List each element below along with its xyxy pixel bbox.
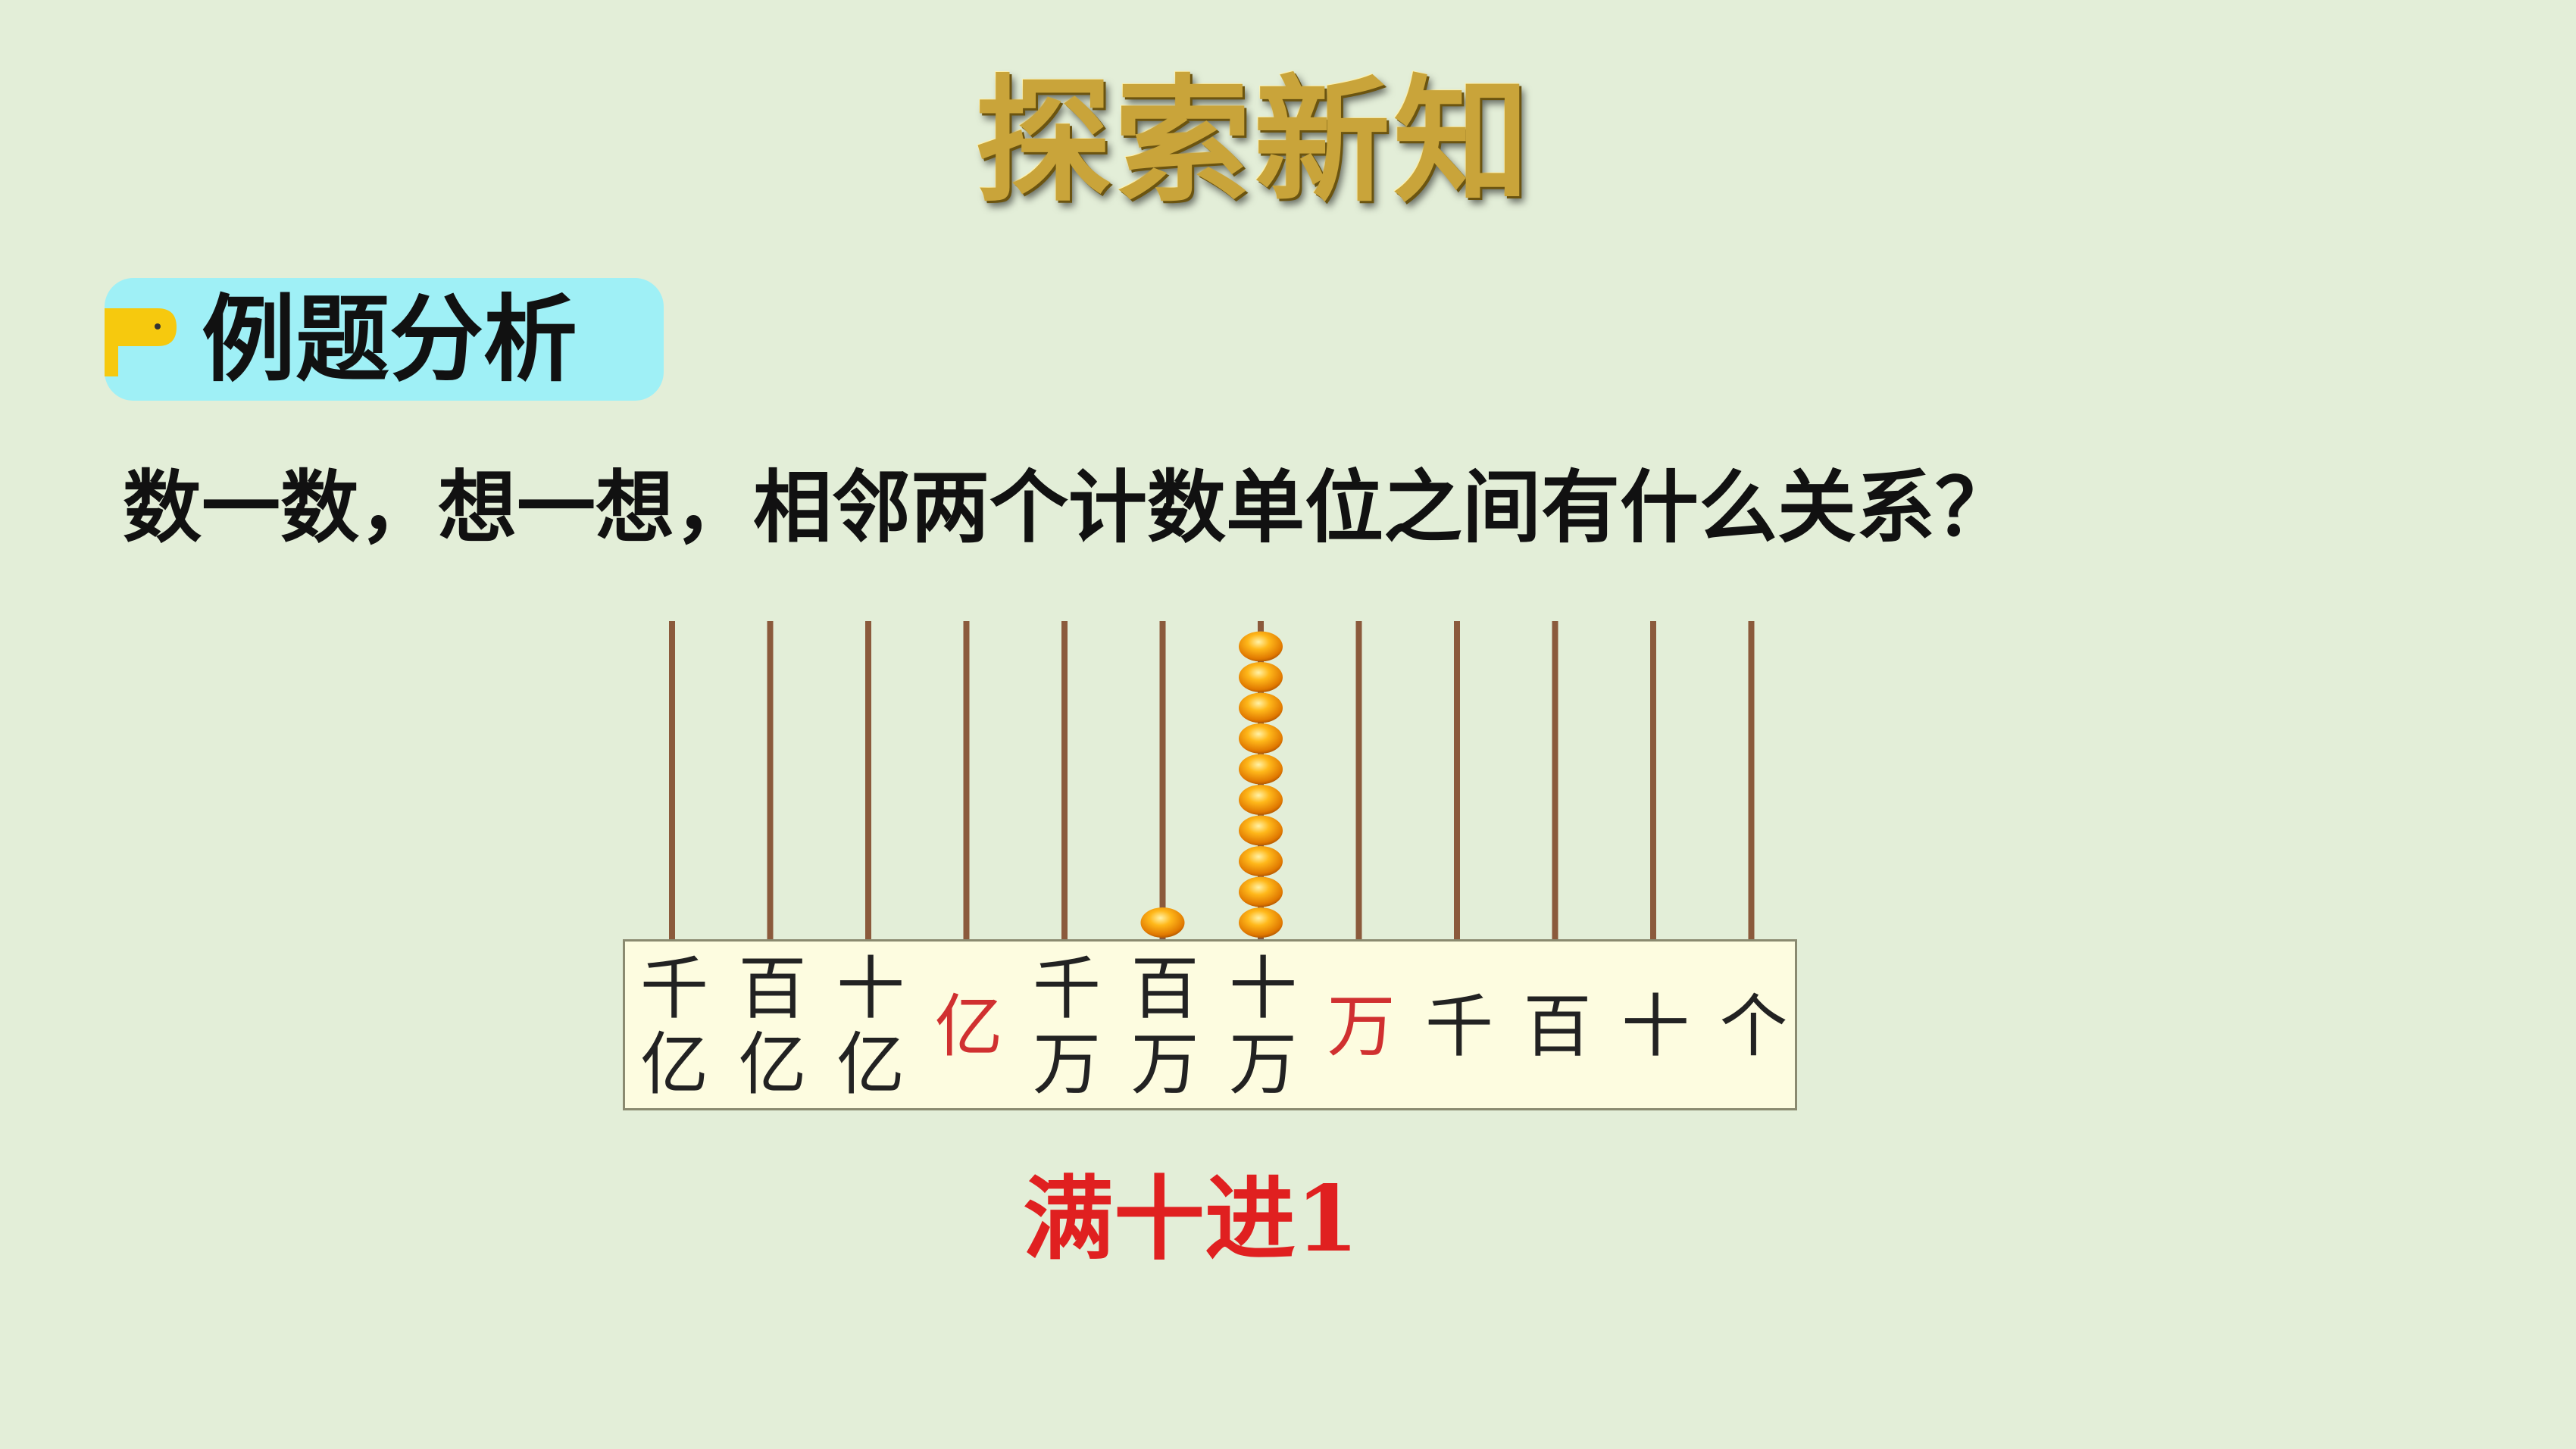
place-value-label: 百亿 bbox=[727, 942, 818, 1113]
abacus-rod bbox=[1454, 621, 1460, 939]
question-text: 数一数，想一想，相邻两个计数单位之间有什么关系？ bbox=[123, 461, 2015, 554]
section-tag-label: 例题分析 bbox=[202, 286, 578, 395]
place-value-label: 百万 bbox=[1120, 942, 1211, 1113]
abacus-bead bbox=[1239, 785, 1283, 815]
place-value-label: 百 bbox=[1512, 942, 1603, 1113]
place-value-label: 亿 bbox=[924, 942, 1014, 1113]
place-value-label: 个 bbox=[1708, 942, 1799, 1113]
abacus-bead bbox=[1239, 876, 1283, 907]
place-value-char: 千 bbox=[1033, 949, 1101, 1029]
place-value-char: 亿 bbox=[738, 1025, 807, 1104]
carry-note: 满十进1 bbox=[1023, 1166, 1359, 1273]
place-value-char: 个 bbox=[1719, 987, 1788, 1066]
place-value-char: 十 bbox=[836, 949, 905, 1029]
abacus-rod bbox=[963, 621, 970, 939]
place-value-char: 万 bbox=[1229, 1025, 1297, 1104]
abacus-rod bbox=[1552, 621, 1558, 939]
abacus-rod bbox=[669, 621, 675, 939]
place-value-label: 千万 bbox=[1021, 942, 1112, 1113]
place-value-char: 亿 bbox=[836, 1025, 905, 1104]
section-tag: 例题分析 bbox=[105, 278, 664, 401]
place-value-char: 万 bbox=[1327, 987, 1396, 1066]
abacus-rod bbox=[1355, 621, 1362, 939]
place-value-char: 千 bbox=[640, 949, 708, 1029]
abacus-bead bbox=[1239, 723, 1283, 754]
abacus-rod bbox=[865, 621, 871, 939]
place-value-label: 十亿 bbox=[825, 942, 916, 1113]
abacus-bead bbox=[1140, 907, 1185, 938]
page-title: 探索新知 bbox=[974, 61, 1533, 221]
place-value-char: 十 bbox=[1229, 949, 1297, 1029]
abacus-rod bbox=[1159, 621, 1166, 939]
place-value-char: 万 bbox=[1130, 1025, 1199, 1104]
abacus-bead bbox=[1239, 662, 1283, 692]
place-value-label: 千 bbox=[1414, 942, 1505, 1113]
abacus-rod bbox=[1748, 621, 1755, 939]
abacus-bead bbox=[1239, 631, 1283, 662]
abacus-bead bbox=[1239, 907, 1283, 938]
place-value-label: 十 bbox=[1610, 942, 1701, 1113]
abacus-bead bbox=[1239, 754, 1283, 785]
place-value-labels: 千亿百亿十亿亿千万百万十万万千百十个 bbox=[623, 939, 1797, 1110]
place-value-label: 万 bbox=[1316, 942, 1407, 1113]
place-value-char: 百 bbox=[1130, 949, 1199, 1029]
yellow-flag-icon bbox=[105, 308, 177, 376]
place-value-char: 亿 bbox=[934, 987, 1003, 1066]
place-value-label: 十万 bbox=[1218, 942, 1308, 1113]
place-value-char: 十 bbox=[1621, 987, 1690, 1066]
place-value-char: 千 bbox=[1425, 987, 1493, 1066]
abacus-rod bbox=[767, 621, 774, 939]
abacus-rod bbox=[1650, 621, 1656, 939]
place-value-char: 万 bbox=[1033, 1025, 1101, 1104]
abacus-bead bbox=[1239, 692, 1283, 723]
place-value-char: 百 bbox=[1523, 987, 1592, 1066]
place-value-char: 百 bbox=[738, 949, 807, 1029]
place-value-label: 千亿 bbox=[629, 942, 720, 1113]
place-value-char: 亿 bbox=[640, 1025, 708, 1104]
abacus-bead bbox=[1239, 815, 1283, 846]
abacus-rod bbox=[1061, 621, 1068, 939]
abacus-bead bbox=[1239, 846, 1283, 876]
